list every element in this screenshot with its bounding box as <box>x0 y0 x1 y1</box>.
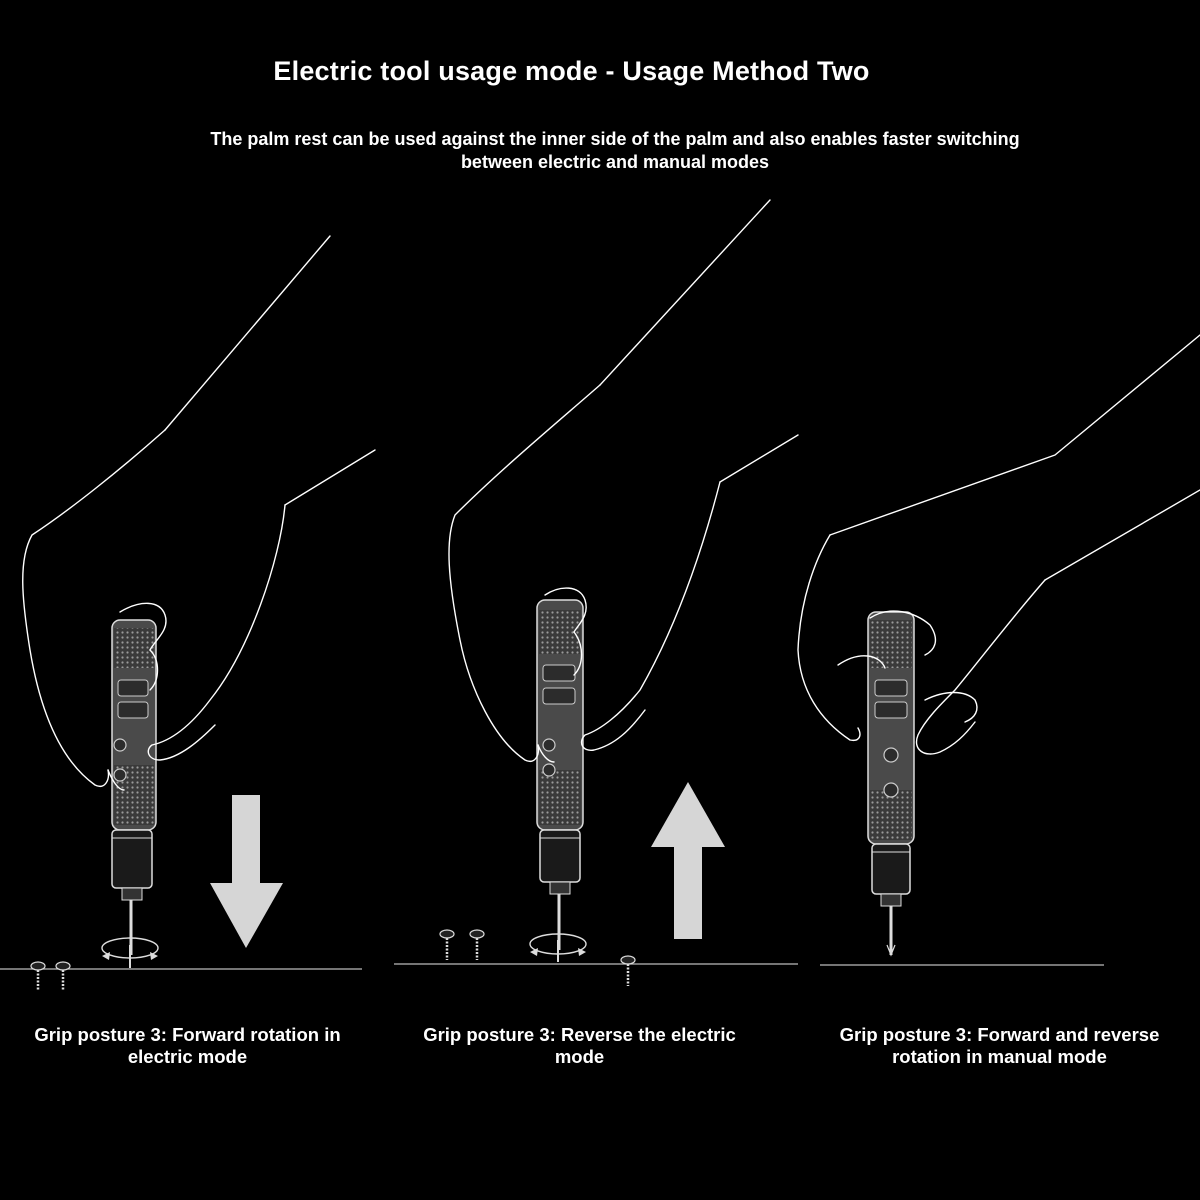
screwdriver-icon <box>111 619 157 955</box>
loose-screw-icon <box>30 961 46 990</box>
page-subtitle: The palm rest can be used against the in… <box>210 129 1020 172</box>
hand-outline <box>22 235 376 791</box>
loose-screw-icon <box>469 929 485 960</box>
page-title: Electric tool usage mode - Usage Method … <box>273 56 870 86</box>
hand-outline <box>448 199 799 763</box>
hand-outline <box>797 334 1200 755</box>
screwdriver-icon <box>536 599 584 950</box>
up-arrow-icon <box>651 782 725 939</box>
panel-2-caption: Grip posture 3: Reverse the electric mod… <box>423 1024 736 1067</box>
loose-screw-icon <box>55 961 71 990</box>
panel-3-caption: Grip posture 3: Forward and reverse rota… <box>839 1024 1160 1067</box>
panel-1-caption: Grip posture 3: Forward rotation in elec… <box>34 1024 341 1067</box>
loose-screw-icon <box>620 955 636 986</box>
panel-3-illustration <box>797 334 1200 966</box>
rotating-screw-icon <box>529 933 587 962</box>
screwdriver-icon <box>867 611 915 957</box>
rotating-screw-icon <box>101 937 159 968</box>
down-arrow-icon <box>210 795 283 948</box>
panel-2-illustration <box>394 199 799 986</box>
loose-screw-icon <box>439 929 455 960</box>
panel-1-illustration <box>0 235 376 990</box>
